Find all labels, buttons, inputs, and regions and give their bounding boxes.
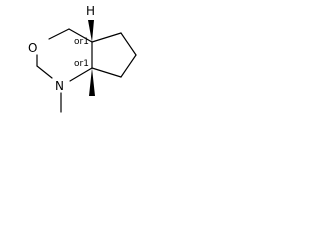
bond-c6-c7 xyxy=(120,54,137,78)
atom-labels: H O N xyxy=(28,4,95,93)
bond-c4-c4a xyxy=(68,28,93,43)
wedge-bond-methyl xyxy=(89,68,95,96)
bond-c4-o3 xyxy=(48,28,70,40)
chemical-structure-diagram: H O N or1 or1 xyxy=(28,4,137,113)
bond-c4a-c5 xyxy=(91,32,122,43)
bond-n1-c7a xyxy=(69,67,93,82)
atom-label-hydrogen: H xyxy=(86,4,95,18)
bond-c7-c7a xyxy=(91,67,122,78)
stereo-labels: or1 or1 xyxy=(74,37,89,69)
bond-c2-n1 xyxy=(36,65,53,79)
stereo-label-upper: or1 xyxy=(74,37,89,47)
atom-label-oxygen: O xyxy=(28,41,37,55)
bond-c5-c6 xyxy=(120,32,137,56)
atom-label-nitrogen: N xyxy=(55,79,64,93)
stereo-label-lower: or1 xyxy=(74,59,89,69)
molecule-canvas: H O N or1 or1 xyxy=(0,0,144,152)
wedge-bond-h xyxy=(88,20,94,42)
stereo-wedges xyxy=(88,20,95,96)
bond-lines xyxy=(36,28,137,113)
